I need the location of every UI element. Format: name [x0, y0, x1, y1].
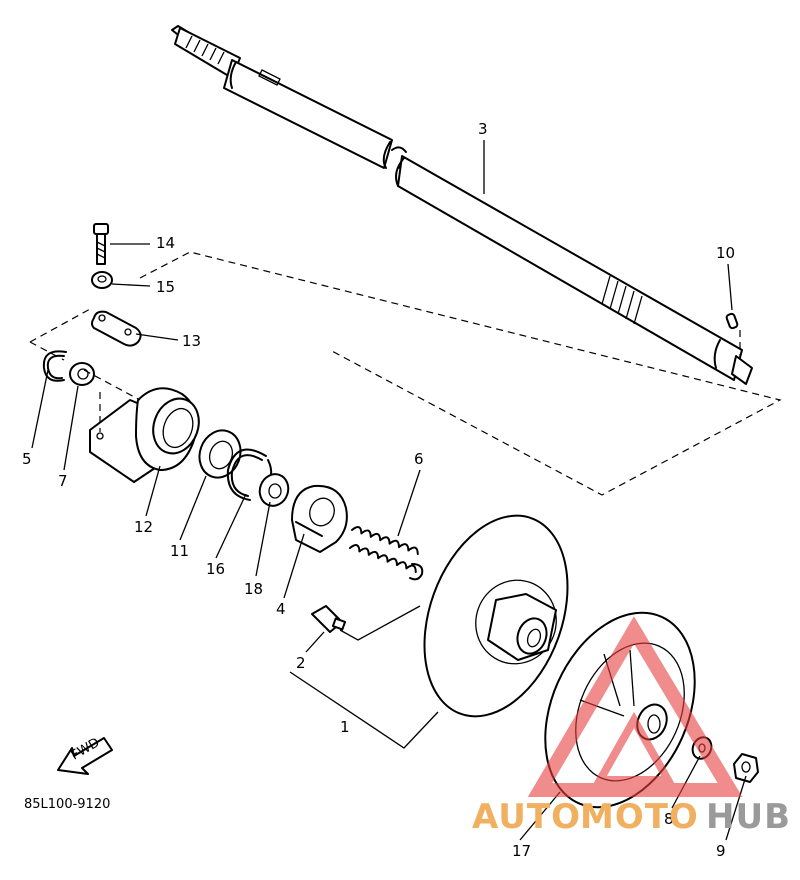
label-7: 7	[58, 472, 68, 490]
label-15: 15	[156, 278, 175, 296]
watermark	[527, 616, 743, 797]
movable-sheave	[423, 514, 569, 718]
plate	[91, 310, 142, 347]
label-2: 2	[296, 654, 306, 672]
bearing-housing	[89, 387, 200, 483]
label-13: 13	[182, 332, 201, 350]
cam	[291, 484, 348, 553]
label-4: 4	[276, 600, 286, 618]
watermark-hub: HUB	[706, 797, 791, 837]
label-10: 10	[716, 244, 735, 262]
label-11: 11	[170, 542, 189, 560]
label-18: 18	[244, 580, 263, 598]
fwd-arrow: FWD	[57, 735, 113, 775]
label-14: 14	[156, 234, 175, 252]
stud-bolt	[311, 605, 347, 633]
diagram-code: 85L100-9120	[24, 797, 110, 812]
label-17: 17	[512, 842, 531, 860]
nut-small	[733, 753, 759, 783]
pin	[725, 312, 739, 330]
label-12: 12	[134, 518, 153, 536]
watermark-triangle	[527, 616, 743, 797]
shaft	[171, 25, 753, 385]
label-16: 16	[206, 560, 225, 578]
callout-labels: 3 14 15 13 10 5 7 12 11 16 18 4 6 2 1 8 …	[22, 120, 735, 860]
circlip	[42, 350, 67, 382]
watermark-text: AUTO MOTO HUB	[472, 797, 791, 837]
collar	[258, 473, 290, 507]
washer	[69, 362, 95, 386]
label-9: 9	[716, 842, 726, 860]
bolt	[93, 223, 109, 265]
nut	[91, 271, 113, 289]
watermark-auto: AUTO	[472, 797, 581, 837]
label-8: 8	[664, 810, 674, 828]
label-3: 3	[478, 120, 488, 138]
dashed-assembly-lines	[29, 251, 782, 496]
label-6: 6	[414, 450, 424, 468]
label-1: 1	[340, 718, 350, 736]
label-5: 5	[22, 450, 32, 468]
leader-lines	[31, 140, 747, 841]
bearing	[198, 429, 242, 479]
watermark-moto: MOTO	[580, 797, 699, 837]
spring	[349, 526, 424, 581]
